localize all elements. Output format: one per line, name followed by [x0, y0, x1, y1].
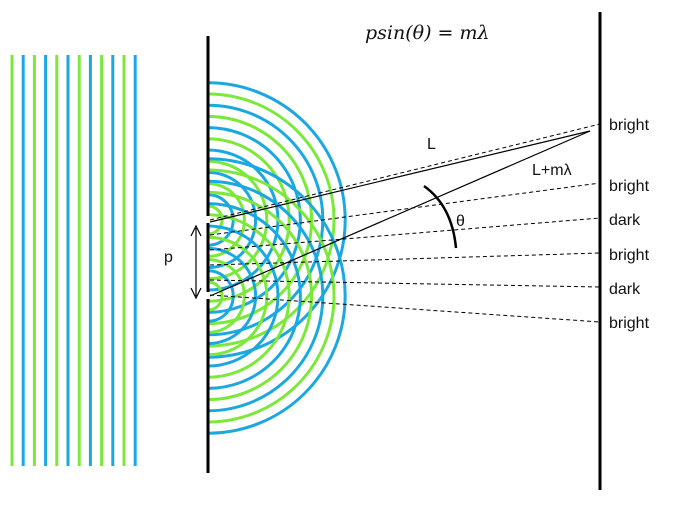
slit-spacing-label: p [164, 249, 173, 266]
fringe-ray [209, 252, 601, 266]
slit-opening-bottom [205, 292, 211, 299]
circular-wavefront [207, 258, 246, 334]
path-length-label: L [427, 136, 436, 153]
circular-wavefront [207, 92, 336, 348]
fringe-label: bright [609, 178, 650, 195]
path-difference-label: L+mλ [532, 162, 572, 179]
path-line-L [209, 130, 591, 223]
circular-wavefront [207, 246, 258, 346]
fringe-rays [209, 123, 601, 323]
fringe-ray [209, 294, 601, 323]
incoming-plane-waves [10, 55, 137, 466]
circular-wavefront [207, 182, 246, 258]
circular-wavefront [207, 81, 347, 359]
fringe-ray [209, 123, 601, 221]
circular-wavefront [207, 213, 291, 379]
path-line-L-plus-m-lambda [209, 130, 591, 297]
circular-wavefront [207, 204, 224, 236]
circular-wavefront [207, 170, 258, 270]
angle-arc [423, 184, 458, 249]
circular-wavefront [207, 269, 235, 323]
slit-spacing-arrow [190, 224, 202, 300]
fringe-ray [209, 279, 601, 288]
circular-wavefront [207, 235, 269, 357]
circular-wavefront [207, 168, 336, 424]
circular-wavefront [207, 159, 269, 281]
slit-opening-top [205, 216, 211, 223]
circular-wavefront [207, 190, 314, 402]
circular-wavefront [207, 280, 224, 312]
fringe-label: bright [609, 247, 650, 264]
circular-wavefront [207, 224, 280, 368]
diffracted-wavefronts [207, 81, 347, 435]
fringe-label: bright [609, 315, 650, 332]
fringe-ray [209, 217, 601, 251]
circular-wavefront [207, 126, 302, 314]
fringe-label: dark [609, 281, 641, 298]
fringe-label: bright [609, 117, 650, 134]
circular-wavefront [207, 179, 325, 413]
angle-label: θ [456, 213, 465, 230]
circular-wavefront [207, 114, 314, 326]
fringe-label: dark [609, 212, 641, 229]
circular-wavefront [207, 202, 302, 390]
interference-formula: psin(θ) = mλ [365, 22, 490, 44]
fringe-ray [209, 182, 601, 236]
circular-wavefront [207, 157, 347, 435]
